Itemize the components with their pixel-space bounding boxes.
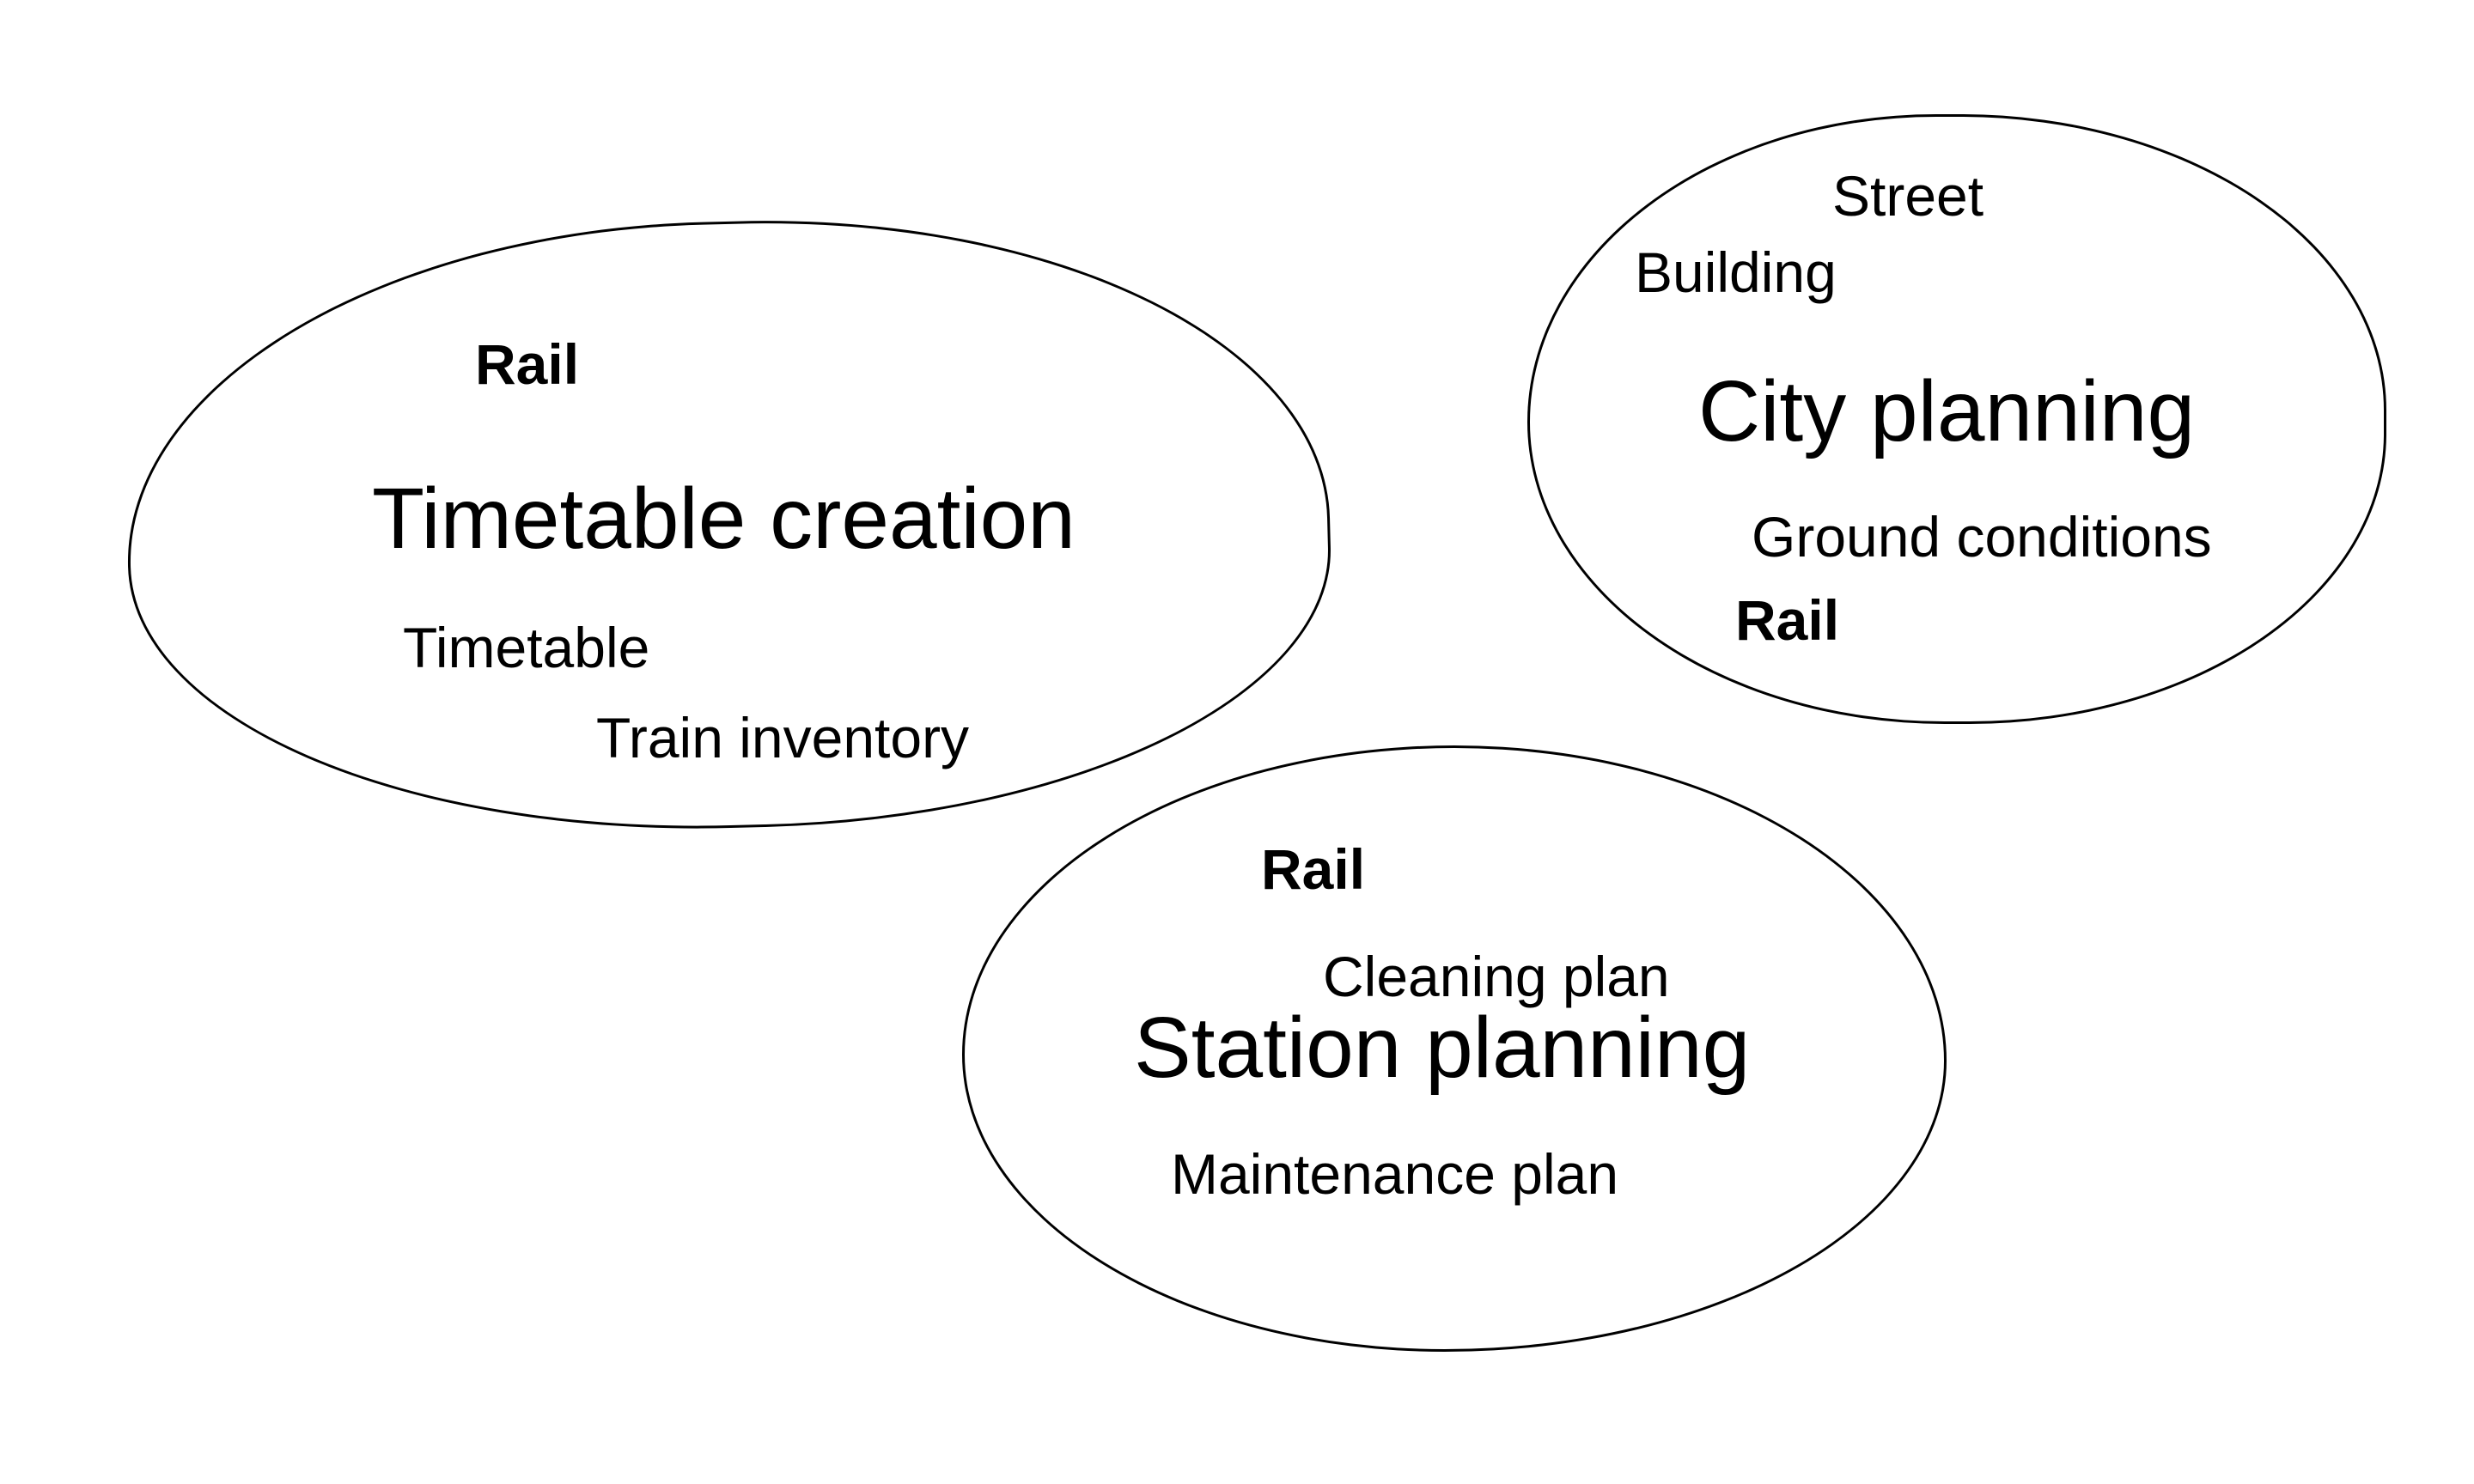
label-rail-station-planning: Rail <box>1261 837 1366 901</box>
title-station-planning: Station planning <box>1134 1000 1751 1096</box>
label-ground-conditions: Ground conditions <box>1752 505 2212 569</box>
label-train-inventory: Train inventory <box>596 706 970 769</box>
title-timetable-creation: Timetable creation <box>372 471 1076 567</box>
ellipse-city-planning <box>1527 114 2386 724</box>
label-street: Street <box>1832 164 1984 228</box>
label-cleaning-plan: Cleaning plan <box>1323 945 1670 1008</box>
label-building: Building <box>1635 240 1837 304</box>
title-city-planning: City planning <box>1698 363 2196 459</box>
ellipse-station-planning <box>962 745 1947 1352</box>
label-timetable: Timetable <box>403 616 650 679</box>
label-rail-city-planning: Rail <box>1735 588 1840 652</box>
label-maintenance-plan: Maintenance plan <box>1171 1142 1619 1206</box>
label-rail-timetable-creation: Rail <box>475 332 580 396</box>
